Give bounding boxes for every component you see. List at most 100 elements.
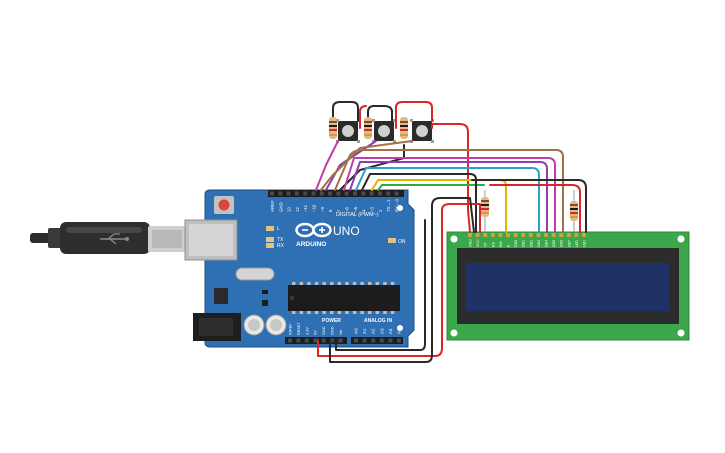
analog-pin[interactable]: [397, 338, 401, 343]
lcd-pin[interactable]: [468, 233, 472, 237]
wire-green-lcd: [377, 184, 485, 191]
lcd-pin[interactable]: [551, 233, 556, 237]
lcd-pin-label: RW: [499, 240, 503, 247]
digital-pin[interactable]: [386, 191, 391, 196]
reset-button[interactable]: [214, 196, 234, 214]
wire-magenta-btn1: [315, 140, 339, 191]
chip-pin: [330, 311, 334, 314]
lcd-pin[interactable]: [513, 233, 518, 237]
rx-label: RX: [277, 243, 285, 249]
wire-red-main: [431, 123, 471, 233]
digital-pin[interactable]: [369, 191, 374, 196]
analog-label: ANALOG IN: [364, 318, 392, 324]
chip-pin: [322, 282, 326, 285]
lcd-pin-label: LED: [575, 240, 579, 247]
lcd-pin-label: DB4: [545, 240, 549, 247]
digital-pin[interactable]: [286, 191, 291, 196]
resistor-5[interactable]: [570, 190, 578, 232]
power-pin[interactable]: [288, 338, 292, 343]
power-pin[interactable]: [330, 338, 334, 343]
power-pin[interactable]: [313, 338, 318, 343]
tx-label: TX: [277, 237, 284, 243]
analog-pin-label: A4: [388, 328, 393, 334]
push-button-1[interactable]: [336, 119, 360, 143]
digital-pin[interactable]: [278, 191, 283, 196]
wire-cyan-lcd: [355, 167, 540, 233]
push-button-3[interactable]: [410, 119, 434, 143]
power-pin[interactable]: [338, 338, 343, 343]
digital-pin[interactable]: [270, 191, 274, 196]
chip-pin: [307, 282, 311, 285]
analog-pin[interactable]: [379, 338, 384, 343]
digital-pin[interactable]: [394, 191, 399, 196]
lcd-pin[interactable]: [574, 233, 579, 237]
resistor-1[interactable]: [329, 117, 337, 139]
analog-pin[interactable]: [371, 338, 376, 343]
analog-pin[interactable]: [362, 338, 367, 343]
analog-pin[interactable]: [354, 338, 358, 343]
power-pin-label: IOREF: [289, 323, 293, 335]
resistor-3[interactable]: [400, 117, 408, 139]
resistor-2[interactable]: [364, 117, 372, 139]
chip-pin: [390, 282, 395, 285]
digital-pin[interactable]: [336, 191, 341, 196]
digital-pin-label: 4: [361, 209, 366, 212]
lcd-pin[interactable]: [498, 233, 503, 237]
lcd-pin[interactable]: [544, 233, 548, 237]
lcd-pin[interactable]: [582, 233, 586, 237]
lcd-pin[interactable]: [528, 233, 533, 237]
digital-pin-label: RX←0: [395, 199, 400, 212]
chip-pin: [292, 282, 296, 285]
lcd-pin[interactable]: [506, 233, 510, 237]
lcd-pin[interactable]: [536, 233, 541, 237]
digital-pin[interactable]: [328, 191, 333, 196]
chip-pin: [292, 311, 296, 314]
capacitors: [243, 314, 287, 336]
analog-pin[interactable]: [388, 338, 393, 343]
chip-pin: [345, 282, 349, 285]
digital-pin[interactable]: [361, 191, 366, 196]
chip-pin: [360, 282, 364, 285]
digital-pin-label: 2: [378, 209, 383, 212]
wire-red-lcd-r: [489, 184, 581, 233]
wire-magenta-lcd: [343, 157, 556, 233]
digital-pin[interactable]: [303, 191, 308, 196]
lcd-pin[interactable]: [475, 233, 480, 237]
wire-black-btn1: [332, 101, 359, 129]
wire-black-power2: [335, 219, 426, 351]
lcd-pin[interactable]: [521, 233, 526, 237]
push-button-2[interactable]: [372, 119, 396, 143]
lcd-pin[interactable]: [490, 233, 495, 237]
analog-pin-label: A0: [354, 328, 359, 334]
resistor-4[interactable]: [481, 190, 489, 232]
digital-pin[interactable]: [319, 191, 324, 196]
power-pin[interactable]: [296, 338, 301, 343]
digital-pin[interactable]: [294, 191, 299, 196]
chip-pin: [337, 311, 342, 314]
digital-pin[interactable]: [344, 191, 349, 196]
power-pin[interactable]: [304, 338, 309, 343]
digital-pin[interactable]: [377, 191, 382, 196]
lcd-pin[interactable]: [483, 233, 488, 237]
chip-pin: [375, 282, 380, 285]
wire-black-main: [339, 144, 405, 191]
lcd-pin[interactable]: [559, 233, 564, 237]
power-pin[interactable]: [321, 338, 326, 343]
lcd-pin-label: DB2: [529, 240, 533, 247]
lcd-pin[interactable]: [566, 233, 571, 237]
power-pin-label: RESET: [297, 322, 301, 335]
digital-pin[interactable]: [353, 191, 357, 196]
lcd-pin-label: DB1: [522, 240, 526, 247]
chip-pin: [307, 311, 311, 314]
lcd-screen: [465, 263, 669, 311]
digital-pin[interactable]: [311, 191, 316, 196]
digital-pin-label: ~9: [320, 206, 325, 212]
chip-pin: [383, 282, 387, 285]
lcd-pin-label: DB5: [552, 240, 556, 247]
digital-pin-label: ~3: [370, 206, 375, 212]
